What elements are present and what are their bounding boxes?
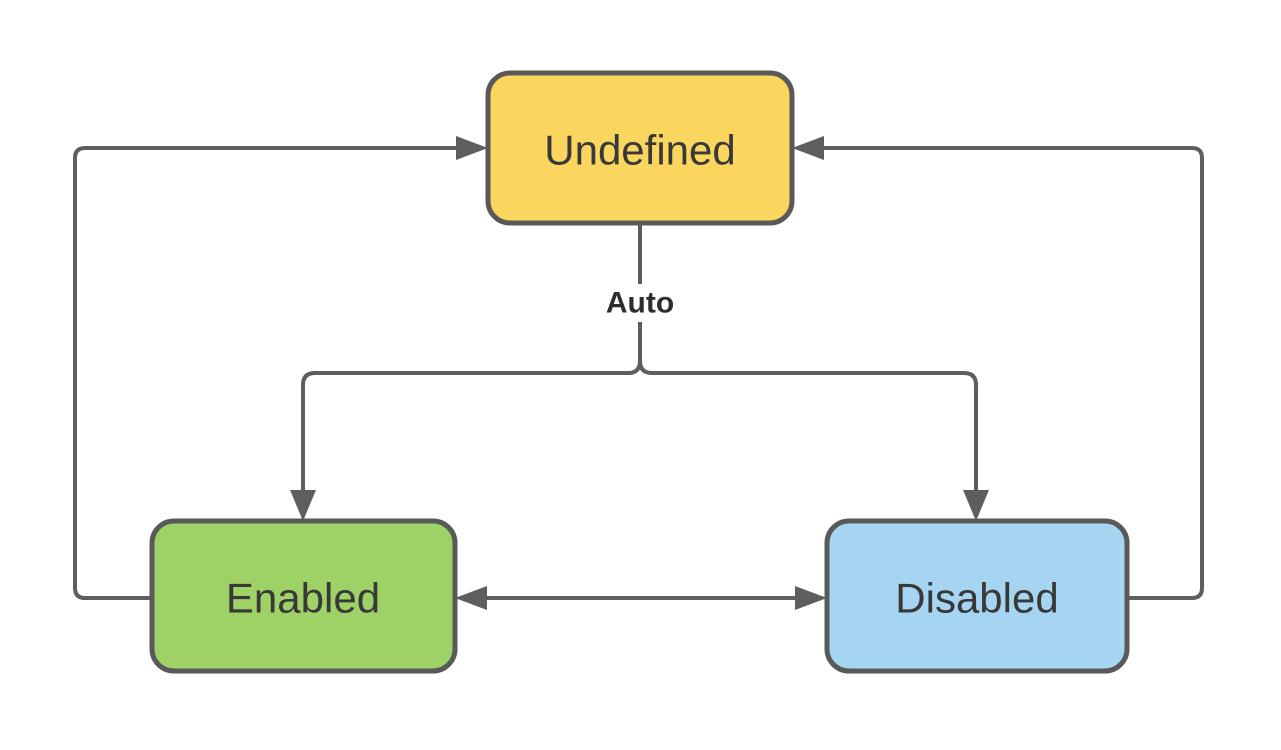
- state-node-undefined-box: [485, 70, 795, 226]
- state-node-enabled: Enabled: [149, 518, 458, 674]
- edge-disabled-to-undefined-path: [822, 146, 1204, 600]
- state-node-disabled-label: Disabled: [895, 575, 1058, 622]
- state-node-undefined: Undefined: [485, 70, 795, 226]
- edge-enabled-to-undefined-path: [73, 146, 458, 600]
- edge-undefined-auto-branch: Auto: [290, 223, 989, 521]
- edge-label-auto: Auto: [606, 287, 674, 320]
- edge-enabled-to-undefined: [73, 136, 488, 600]
- auto-branch-left-path: [301, 360, 642, 492]
- state-node-disabled: Disabled: [824, 518, 1130, 674]
- state-node-enabled-label: Enabled: [226, 575, 380, 622]
- edge-enabled-disabled-bidirectional: [455, 586, 827, 610]
- arrowhead-into-enabled-top: [290, 490, 316, 521]
- auto-branch-right-path: [638, 360, 978, 492]
- arrowhead-into-disabled-top: [963, 490, 989, 521]
- arrowhead-into-disabled-left: [795, 586, 827, 610]
- arrowhead-into-undefined-left: [456, 136, 488, 160]
- state-node-enabled-box: [149, 518, 458, 674]
- arrowhead-into-undefined-right: [792, 136, 824, 160]
- arrowhead-into-enabled-right: [455, 586, 487, 610]
- state-node-undefined-label: Undefined: [544, 127, 735, 174]
- state-node-disabled-box: [824, 518, 1130, 674]
- edge-disabled-to-undefined: [792, 136, 1204, 600]
